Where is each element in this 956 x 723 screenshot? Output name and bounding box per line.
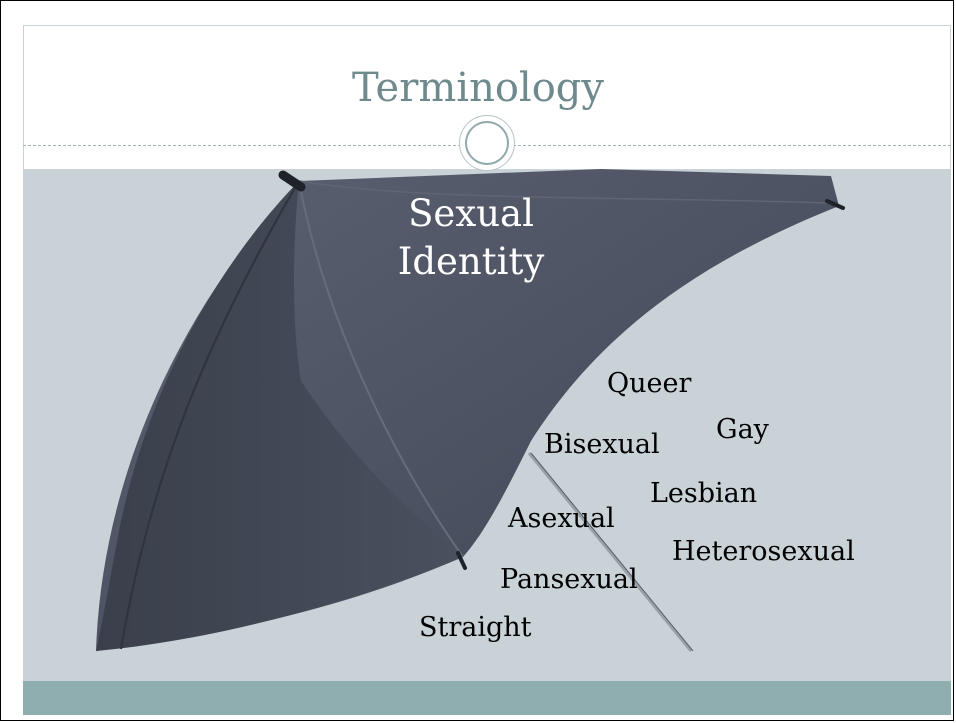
term-gay: Gay — [716, 414, 769, 445]
umbrella-rib — [298, 180, 832, 204]
term-heterosexual: Heterosexual — [672, 536, 855, 567]
term-lesbian: Lesbian — [650, 478, 758, 509]
term-pansexual: Pansexual — [500, 564, 638, 595]
umbrella-label: Sexual Identity — [397, 192, 545, 283]
term-straight: Straight — [419, 612, 532, 643]
umbrella-shaft — [527, 452, 693, 652]
term-asexual: Asexual — [508, 503, 615, 534]
umbrella-rib — [120, 180, 300, 650]
title-ornament-ring — [465, 121, 509, 165]
footer-bar — [23, 681, 951, 715]
umbrella-left-panel — [96, 181, 463, 651]
term-queer: Queer — [607, 368, 692, 399]
umbrella-rib — [298, 180, 464, 558]
umbrella-tip — [278, 170, 306, 192]
term-bisexual: Bisexual — [544, 429, 660, 460]
slide-title: Terminology — [351, 65, 604, 111]
